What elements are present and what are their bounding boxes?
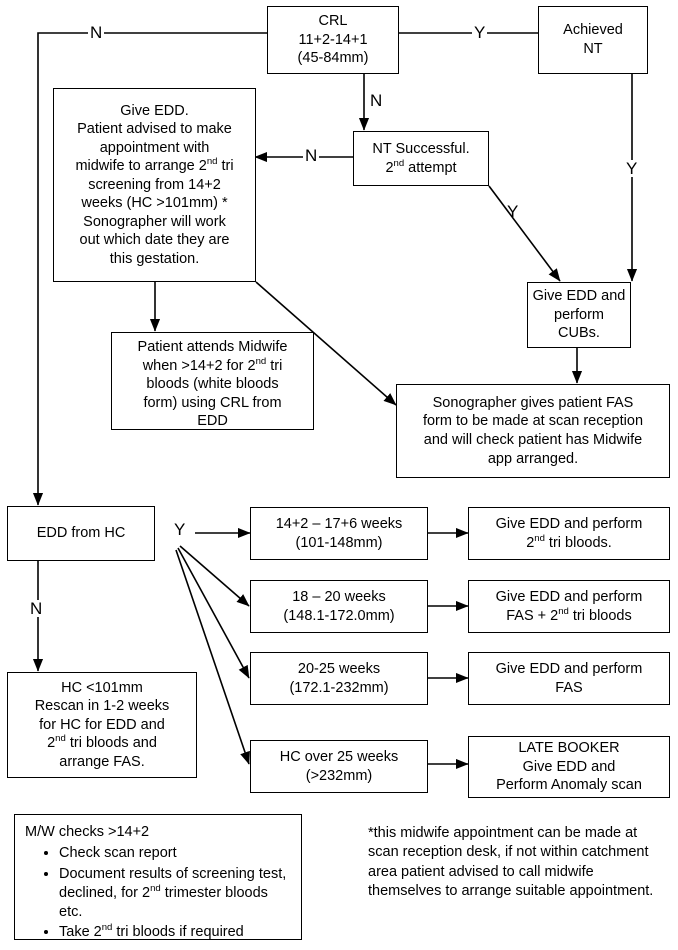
- edge-label-nt-yes-diagonal: Y: [507, 202, 519, 221]
- give-edd-line-9: this gestation.: [109, 250, 200, 267]
- nt-successful-line-2: 2nd attempt: [385, 157, 457, 176]
- edge-label-crl-yes-right: Y: [472, 23, 488, 42]
- nt-successful-line-1: NT Successful.: [372, 140, 470, 157]
- node-achieved-nt[interactable]: Achieved NT: [538, 6, 648, 74]
- node-outcome-2nd-tri-bloods[interactable]: Give EDD and perform 2nd tri bloods.: [468, 507, 670, 560]
- edge-y-to-range-18-20: [179, 545, 250, 607]
- edge-label-edd-hc-yes: Y: [174, 520, 186, 539]
- node-outcome-fas[interactable]: Give EDD and perform FAS: [468, 652, 670, 705]
- range-14-17-line-2: (101-148mm): [295, 534, 383, 551]
- give-edd-cubs-line-3: CUBs.: [558, 325, 600, 342]
- outcome-fas-line-2: FAS: [555, 679, 583, 696]
- edge-label-nt-no-left: N: [303, 146, 320, 165]
- sonographer-line-4: app arranged.: [487, 450, 579, 467]
- node-crl-line-2: 11+2-14+1: [298, 31, 368, 48]
- sonographer-line-3: and will check patient has Midwife: [423, 432, 643, 448]
- node-range-14-17[interactable]: 14+2 – 17+6 weeks (101-148mm): [250, 507, 428, 560]
- range-18-20-line-2: (148.1-172.0mm): [283, 607, 395, 624]
- hc-under-101-line-3: for HC for EDD and: [39, 716, 165, 733]
- hc-under-101-line-5: arrange FAS.: [59, 753, 145, 770]
- node-range-over-25[interactable]: HC over 25 weeks (>232mm): [250, 740, 428, 793]
- node-give-edd-patient-advised[interactable]: Give EDD. Patient advised to make appoin…: [53, 88, 256, 282]
- node-hc-under-101[interactable]: HC <101mm Rescan in 1-2 weeks for HC for…: [7, 672, 197, 778]
- hc-under-101-line-1: HC <101mm: [61, 679, 143, 696]
- range-over-25-line-1: HC over 25 weeks: [279, 748, 399, 765]
- range-20-25-line-2: (172.1-232mm): [289, 679, 389, 696]
- range-over-25-line-2: (>232mm): [305, 767, 373, 784]
- mw-checks-bullet-1: Check scan report: [59, 844, 291, 863]
- give-edd-line-6: weeks (HC >101mm) *: [81, 195, 228, 212]
- range-20-25-line-1: 20-25 weeks: [297, 660, 381, 677]
- node-range-20-25[interactable]: 20-25 weeks (172.1-232mm): [250, 652, 428, 705]
- node-sonographer-fas[interactable]: Sonographer gives patient FAS form to be…: [396, 384, 670, 478]
- node-give-edd-cubs[interactable]: Give EDD and perform CUBs.: [527, 282, 631, 348]
- patient-attends-line-5: EDD: [197, 413, 228, 430]
- edge-y-to-range-20-25: [177, 547, 250, 679]
- node-crl[interactable]: CRL 11+2-14+1 (45-84mm): [267, 6, 399, 74]
- sonographer-line-2: form to be made at scan reception: [422, 413, 644, 430]
- mw-checks-bullet-2: Document results of screening test, decl…: [59, 865, 291, 923]
- edd-from-hc-label: EDD from HC: [36, 525, 126, 542]
- outcome-late-booker-line-3: Perform Anomaly scan: [496, 777, 642, 794]
- node-patient-attends-midwife[interactable]: Patient attends Midwife when >14+2 for 2…: [111, 332, 314, 430]
- node-crl-line-1: CRL: [318, 13, 348, 30]
- note-footnote-midwife-appointment: *this midwife appointment can be made at…: [368, 824, 668, 901]
- patient-attends-line-4: form) using CRL from: [143, 394, 282, 411]
- note-mw-checks: M/W checks >14+2 Check scan report Docum…: [14, 814, 302, 940]
- outcome-fas-line-1: Give EDD and perform: [495, 660, 643, 677]
- give-edd-line-7: Sonographer will work: [83, 213, 226, 230]
- give-edd-line-4: midwife to arrange 2nd tri: [75, 156, 234, 175]
- footnote-text: *this midwife appointment can be made at…: [368, 825, 654, 899]
- outcome-2nd-tri-line-1: Give EDD and perform: [495, 515, 643, 532]
- edge-label-crl-no-down: N: [368, 91, 385, 110]
- node-outcome-fas-plus-2nd-tri[interactable]: Give EDD and perform FAS + 2nd tri blood…: [468, 580, 670, 633]
- edge-label-edd-hc-no: N: [28, 599, 45, 618]
- outcome-fas-2nd-tri-line-2: FAS + 2nd tri bloods: [506, 605, 632, 624]
- give-edd-line-3: appointment with: [99, 139, 210, 156]
- range-14-17-line-1: 14+2 – 17+6 weeks: [275, 515, 403, 532]
- edge-label-crl-no-left: N: [88, 23, 105, 42]
- give-edd-cubs-line-1: Give EDD and: [532, 288, 626, 305]
- node-crl-line-3: (45-84mm): [297, 50, 369, 67]
- hc-under-101-line-4: 2nd tri bloods and: [47, 733, 157, 752]
- patient-attends-line-3: bloods (white bloods: [146, 376, 279, 393]
- sonographer-line-1: Sonographer gives patient FAS: [432, 394, 634, 411]
- node-achieved-nt-line-1: Achieved: [563, 22, 623, 39]
- give-edd-line-1: Give EDD.: [120, 102, 189, 119]
- outcome-late-booker-line-2: Give EDD and: [522, 758, 616, 775]
- patient-attends-line-2: when >14+2 for 2nd tri: [142, 355, 283, 374]
- outcome-fas-2nd-tri-line-1: Give EDD and perform: [495, 588, 643, 605]
- give-edd-line-8: out which date they are: [79, 232, 230, 249]
- mw-checks-bullet-list: Check scan report Document results of sc…: [25, 844, 291, 942]
- range-18-20-line-1: 18 – 20 weeks: [292, 588, 386, 605]
- node-edd-from-hc[interactable]: EDD from HC: [7, 506, 155, 561]
- edge-label-achieved-nt-yes: Y: [624, 159, 640, 178]
- node-nt-successful[interactable]: NT Successful. 2nd attempt: [353, 131, 489, 186]
- patient-attends-line-1: Patient attends Midwife: [137, 339, 288, 355]
- hc-under-101-line-2: Rescan in 1-2 weeks: [34, 698, 170, 715]
- give-edd-cubs-line-2: perform: [554, 306, 604, 323]
- edge-nt-yes-to-cubs: [488, 185, 561, 282]
- node-outcome-late-booker[interactable]: LATE BOOKER Give EDD and Perform Anomaly…: [468, 736, 670, 798]
- outcome-2nd-tri-line-2: 2nd tri bloods.: [526, 532, 612, 551]
- outcome-late-booker-line-1: LATE BOOKER: [518, 740, 620, 757]
- give-edd-line-5: screening from 14+2: [88, 176, 221, 193]
- mw-checks-heading: M/W checks >14+2: [25, 824, 150, 840]
- give-edd-line-2: Patient advised to make: [77, 121, 232, 138]
- node-range-18-20[interactable]: 18 – 20 weeks (148.1-172.0mm): [250, 580, 428, 633]
- mw-checks-bullet-3: Take 2nd tri bloods if required: [59, 923, 291, 942]
- node-achieved-nt-line-2: NT: [583, 41, 603, 57]
